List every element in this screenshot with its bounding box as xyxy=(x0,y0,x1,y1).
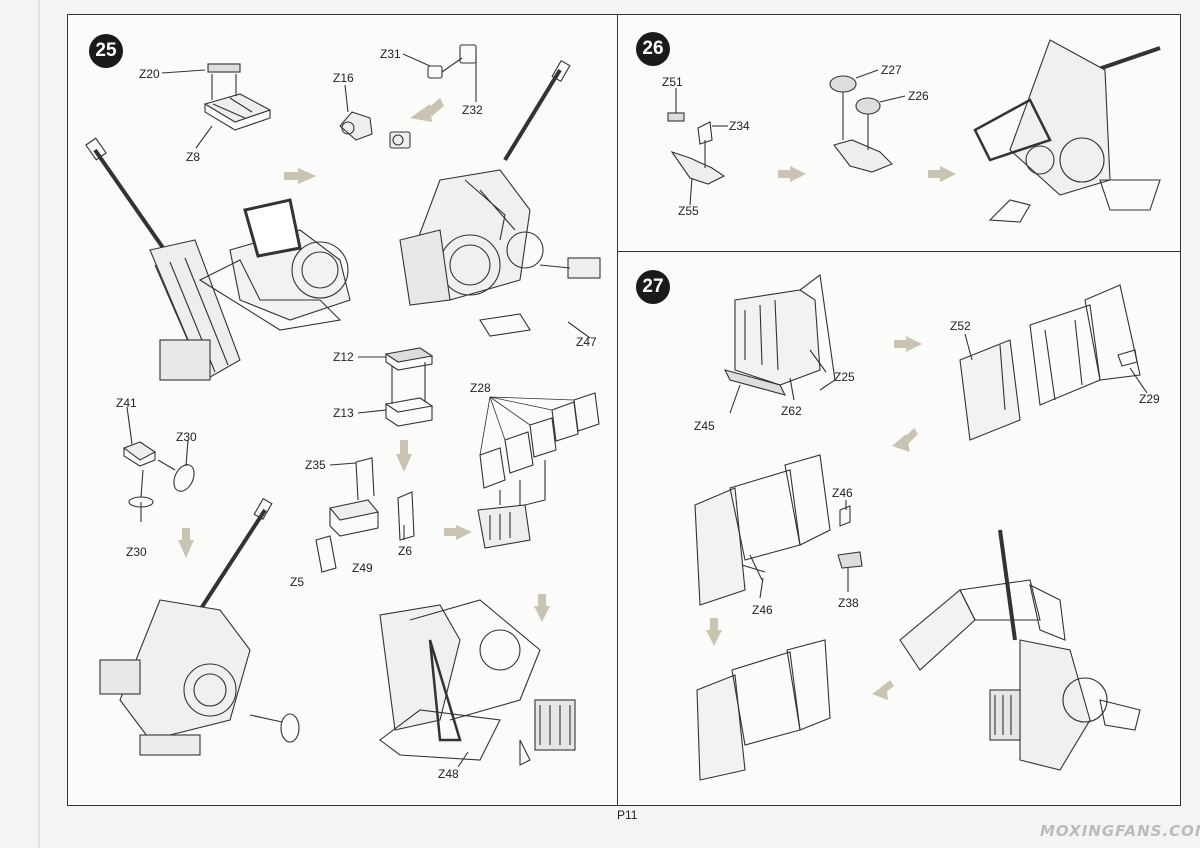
shield-panels-z52 xyxy=(959,284,1141,441)
part-label-z62: Z62 xyxy=(781,404,802,418)
part-z8-tray xyxy=(203,63,272,131)
shield-assembly-z46-z38 xyxy=(694,454,863,606)
gun-assembly-step26 xyxy=(973,39,1161,223)
part-z12-z13-box xyxy=(384,347,434,427)
part-label-z6: Z6 xyxy=(398,544,413,558)
part-label-z29: Z29 xyxy=(1139,392,1160,406)
part-z35-frame xyxy=(315,457,415,573)
gun-mount-left xyxy=(85,137,351,381)
part-label-z46-right: Z46 xyxy=(832,486,853,500)
part-label-z49: Z49 xyxy=(352,561,373,575)
watermark: MOXINGFANS.COM xyxy=(1040,822,1200,840)
part-label-z34: Z34 xyxy=(729,119,750,133)
part-label-z20: Z20 xyxy=(139,67,160,81)
part-label-z16: Z16 xyxy=(333,71,354,85)
step-25-badge: 25 xyxy=(89,34,123,68)
part-z16-assembly xyxy=(339,44,477,149)
part-label-z5: Z5 xyxy=(290,575,305,589)
part-label-z31: Z31 xyxy=(380,47,401,61)
part-label-z46-left: Z46 xyxy=(752,603,773,617)
part-label-z47: Z47 xyxy=(576,335,597,349)
part-z28-ammo xyxy=(477,392,600,549)
final-gun-with-shield xyxy=(899,529,1141,771)
step-27-badge: 27 xyxy=(636,270,670,304)
gun-assembly-lower-right xyxy=(379,599,576,766)
page-number: P11 xyxy=(617,808,638,822)
part-label-z30-upper: Z30 xyxy=(176,430,197,444)
part-label-z35: Z35 xyxy=(305,458,326,472)
gun-assembly-lower-left xyxy=(99,497,300,756)
part-label-z25: Z25 xyxy=(834,370,855,384)
part-label-z27: Z27 xyxy=(881,63,902,77)
part-z26-z27 xyxy=(829,75,893,173)
part-label-z38: Z38 xyxy=(838,596,859,610)
part-label-z41: Z41 xyxy=(116,396,137,410)
part-label-z26: Z26 xyxy=(908,89,929,103)
step-arrows xyxy=(178,98,956,700)
shield-base-z45 xyxy=(723,274,836,396)
part-label-z28: Z28 xyxy=(470,381,491,395)
gun-mount-right xyxy=(399,59,601,337)
part-label-z13: Z13 xyxy=(333,406,354,420)
part-label-z12: Z12 xyxy=(333,350,354,364)
shield-assembly-complete xyxy=(696,639,831,781)
part-label-z32: Z32 xyxy=(462,103,483,117)
part-label-z52: Z52 xyxy=(950,319,971,333)
part-z41-z30 xyxy=(122,441,195,522)
part-z51-z34-z55 xyxy=(667,112,726,185)
part-label-z48: Z48 xyxy=(438,767,459,781)
part-label-z8: Z8 xyxy=(186,150,201,164)
part-label-z45: Z45 xyxy=(694,419,715,433)
step-26-badge: 26 xyxy=(636,32,670,66)
part-label-z30-lower: Z30 xyxy=(126,545,147,559)
page-spine-shadow xyxy=(38,0,40,848)
part-label-z55: Z55 xyxy=(678,204,699,218)
part-label-z51: Z51 xyxy=(662,75,683,89)
